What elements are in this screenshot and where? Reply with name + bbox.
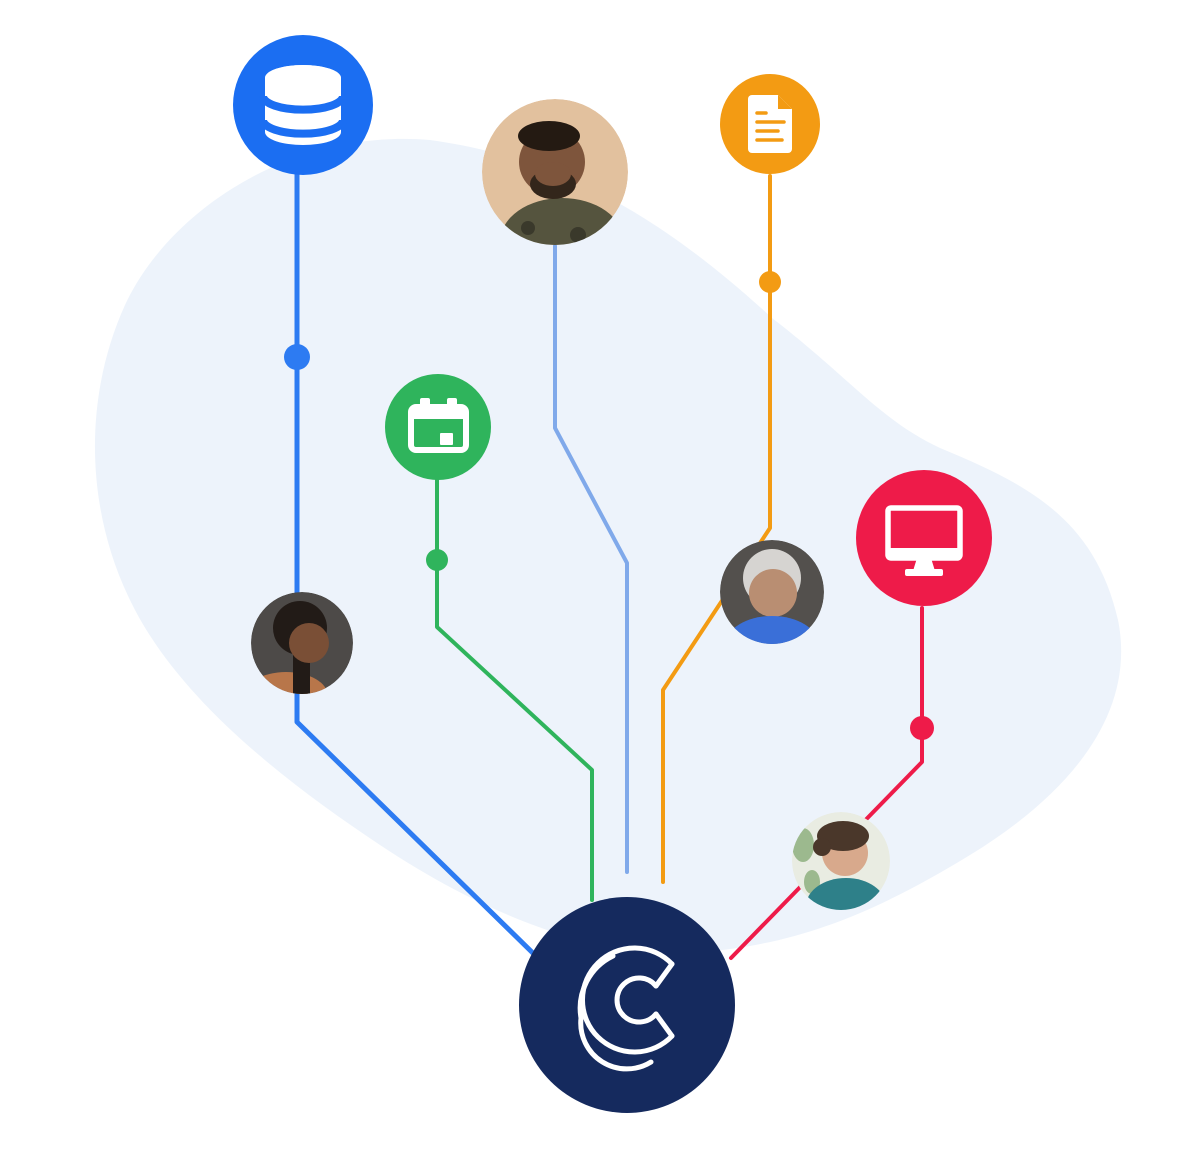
- background-blob: [94, 138, 1122, 954]
- edge-dot-red: [910, 716, 934, 740]
- avatar-right: [720, 540, 824, 644]
- monitor-node: [856, 470, 992, 606]
- monitor-icon: [885, 505, 963, 576]
- document-node: [720, 74, 820, 174]
- c-logo-icon: [577, 945, 675, 1072]
- calendar-node-circle: [385, 374, 491, 480]
- edge-dot-orange: [759, 271, 781, 293]
- edge-document-to-hub: [661, 174, 772, 884]
- hub-logo-node: [519, 897, 735, 1113]
- avatar-bottom-right: [792, 812, 890, 910]
- monitor-node-circle: [856, 470, 992, 606]
- database-node: [233, 35, 373, 175]
- document-icon: [748, 95, 792, 153]
- edge-dot-blue: [284, 344, 310, 370]
- hub-logo-circle: [519, 897, 735, 1113]
- calendar-icon: [408, 398, 469, 453]
- edge-dots: [284, 271, 934, 740]
- edge-avatar-top-to-hub: [553, 244, 629, 874]
- edge-dot-green: [426, 549, 448, 571]
- calendar-node: [385, 374, 491, 480]
- avatar-top: [482, 99, 628, 245]
- edge-monitor-to-hub: [729, 606, 924, 960]
- database-icon: [259, 65, 347, 145]
